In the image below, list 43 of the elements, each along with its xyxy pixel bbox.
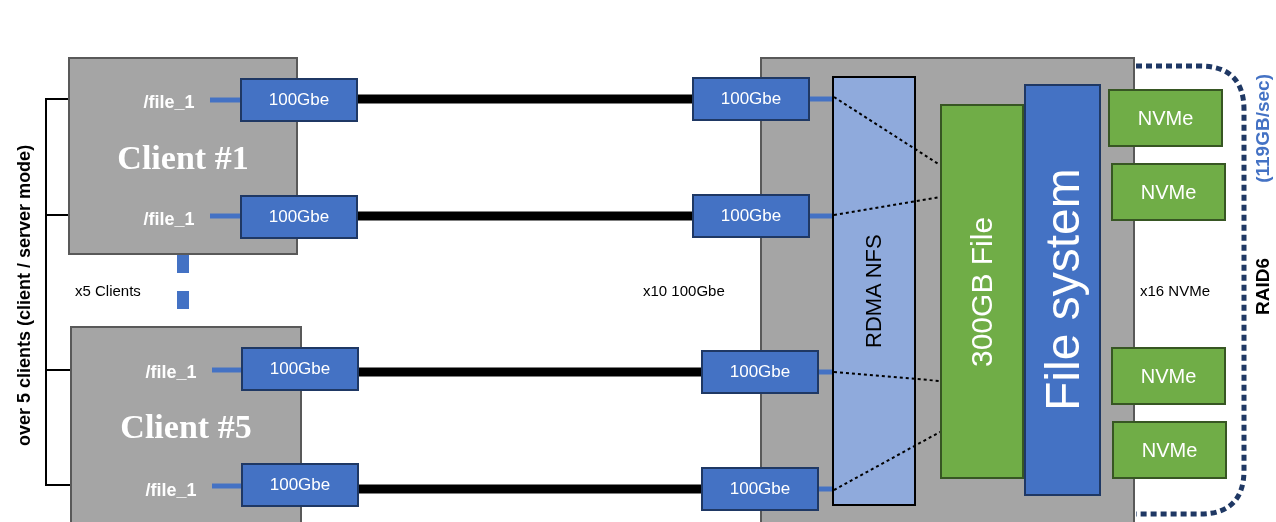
connector-line: [212, 483, 241, 489]
annotation: RAID6: [1252, 258, 1274, 315]
network-card: 100Gbe: [701, 350, 819, 394]
client-title: Client #5: [119, 408, 253, 446]
file-system-block: File system: [1024, 84, 1101, 496]
network-card: 100Gbe: [240, 78, 358, 122]
network-card: 100Gbe: [701, 467, 819, 511]
nvme-drive: NVMe: [1111, 163, 1226, 221]
annotation: x16 NVMe: [1140, 282, 1211, 299]
file-path: /file_1: [130, 360, 212, 384]
connector-line: [210, 213, 240, 219]
file-path: /file_1: [128, 90, 210, 114]
protocol-layer: RDMA NFS: [832, 76, 916, 506]
file-block: 300GB File: [940, 104, 1024, 479]
dotted-line: [833, 431, 941, 491]
connector-line: [810, 213, 832, 219]
annotation: over 5 clients (client / server mode): [14, 143, 35, 448]
network-cable: [359, 484, 701, 494]
connector-line: [819, 486, 832, 492]
nvme-drive: NVMe: [1108, 89, 1223, 147]
connector-line: [819, 369, 832, 375]
annotation: x10 100Gbe: [643, 282, 725, 299]
network-card: 100Gbe: [692, 194, 810, 238]
file-path: /file_1: [130, 478, 212, 502]
network-cable: [358, 94, 692, 104]
connector-line: [210, 97, 240, 103]
network-cable: [358, 211, 692, 221]
network-card: 100Gbe: [241, 347, 359, 391]
connector-line: [810, 96, 832, 102]
nvme-drive: NVMe: [1112, 421, 1227, 479]
network-card: 100Gbe: [240, 195, 358, 239]
file-path: /file_1: [128, 207, 210, 231]
client-title: Client #1: [116, 139, 250, 177]
dotted-line: [833, 371, 941, 382]
network-cable: [359, 367, 701, 377]
annotation: x5 Clients: [75, 282, 141, 299]
connector-line: [212, 367, 241, 373]
annotation: (119GB/sec): [1252, 74, 1274, 183]
dotted-line: [833, 196, 941, 216]
network-card: 100Gbe: [692, 77, 810, 121]
dotted-line: [833, 96, 941, 166]
nvme-drive: NVMe: [1111, 347, 1226, 405]
network-card: 100Gbe: [241, 463, 359, 507]
